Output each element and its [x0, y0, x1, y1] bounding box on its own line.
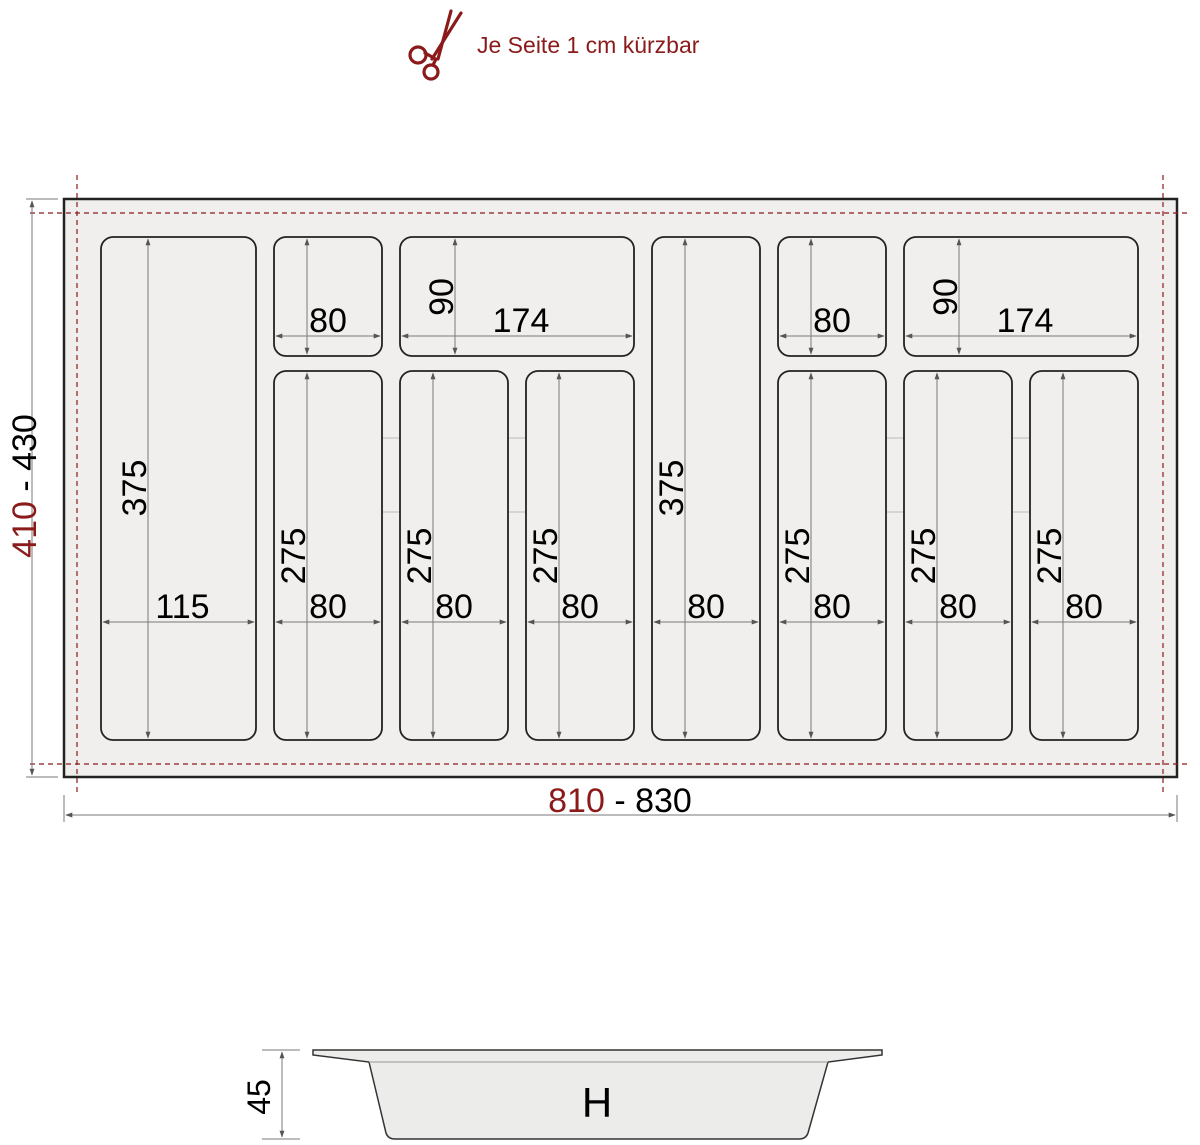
width-label: 80: [561, 588, 599, 626]
width-label: 80: [309, 302, 347, 340]
overall-height-max: 430: [6, 414, 44, 471]
trim-note-text: Je Seite 1 cm kürzbar: [477, 31, 700, 58]
width-label: 80: [309, 588, 347, 626]
overall-width-max: 830: [635, 782, 692, 820]
overall-height-min: 410: [6, 501, 44, 558]
overall-width-dimension: [63, 795, 1178, 822]
width-label: 80: [687, 588, 725, 626]
compartment-outline: [525, 370, 635, 741]
length-label: 90: [423, 278, 461, 316]
width-label: 115: [155, 588, 209, 626]
compartment-outline: [903, 370, 1013, 741]
length-label: 375: [116, 460, 154, 517]
compartment: 115 375: [100, 236, 257, 741]
length-label: 90: [927, 278, 965, 316]
width-label: 174: [493, 302, 550, 340]
width-label: 80: [435, 588, 473, 626]
length-label: 275: [401, 528, 439, 585]
length-label: 275: [275, 528, 313, 585]
width-label: 80: [939, 588, 977, 626]
profile-height-label: 45: [241, 1079, 277, 1115]
overall-height-label: 410 - 430: [6, 414, 44, 558]
compartment-outline: [903, 236, 1139, 357]
compartment-outline: [399, 370, 509, 741]
width-label: 80: [813, 588, 851, 626]
profile-shape: [312, 1049, 883, 1140]
length-label: 275: [905, 528, 943, 585]
compartment: 174 90: [903, 236, 1139, 357]
scissors-icon: [408, 9, 463, 81]
compartment: 80: [273, 236, 383, 357]
width-label: 80: [813, 302, 851, 340]
compartment-outline: [273, 370, 383, 741]
length-label: 275: [527, 528, 565, 585]
overall-height-dimension: [26, 198, 58, 778]
trim-note: Je Seite 1 cm kürzbar: [405, 9, 700, 81]
width-separator: -: [614, 782, 625, 820]
trim-lines: [30, 175, 1190, 792]
overall-width-label: 810 - 830: [548, 782, 692, 820]
compartment: 174 90: [399, 236, 635, 357]
length-label: 275: [1031, 528, 1069, 585]
compartment-outline: [651, 236, 761, 741]
height-separator: -: [6, 480, 44, 491]
width-label: 174: [997, 302, 1054, 340]
compartment-outline: [273, 236, 383, 357]
compartment-outline: [399, 236, 635, 357]
length-label: 375: [653, 460, 691, 517]
overall-width-min: 810: [548, 782, 605, 820]
profile-section: 45 H: [241, 1049, 883, 1140]
compartment-outline: [1029, 370, 1139, 741]
compartment: 80: [777, 236, 887, 357]
compartment: 80 375: [651, 236, 761, 741]
profile-h-label: H: [582, 1079, 612, 1126]
compartment-outline: [100, 236, 257, 741]
width-label: 80: [1065, 588, 1103, 626]
compartment-outline: [777, 370, 887, 741]
length-label: 275: [779, 528, 817, 585]
compartment-outline: [777, 236, 887, 357]
